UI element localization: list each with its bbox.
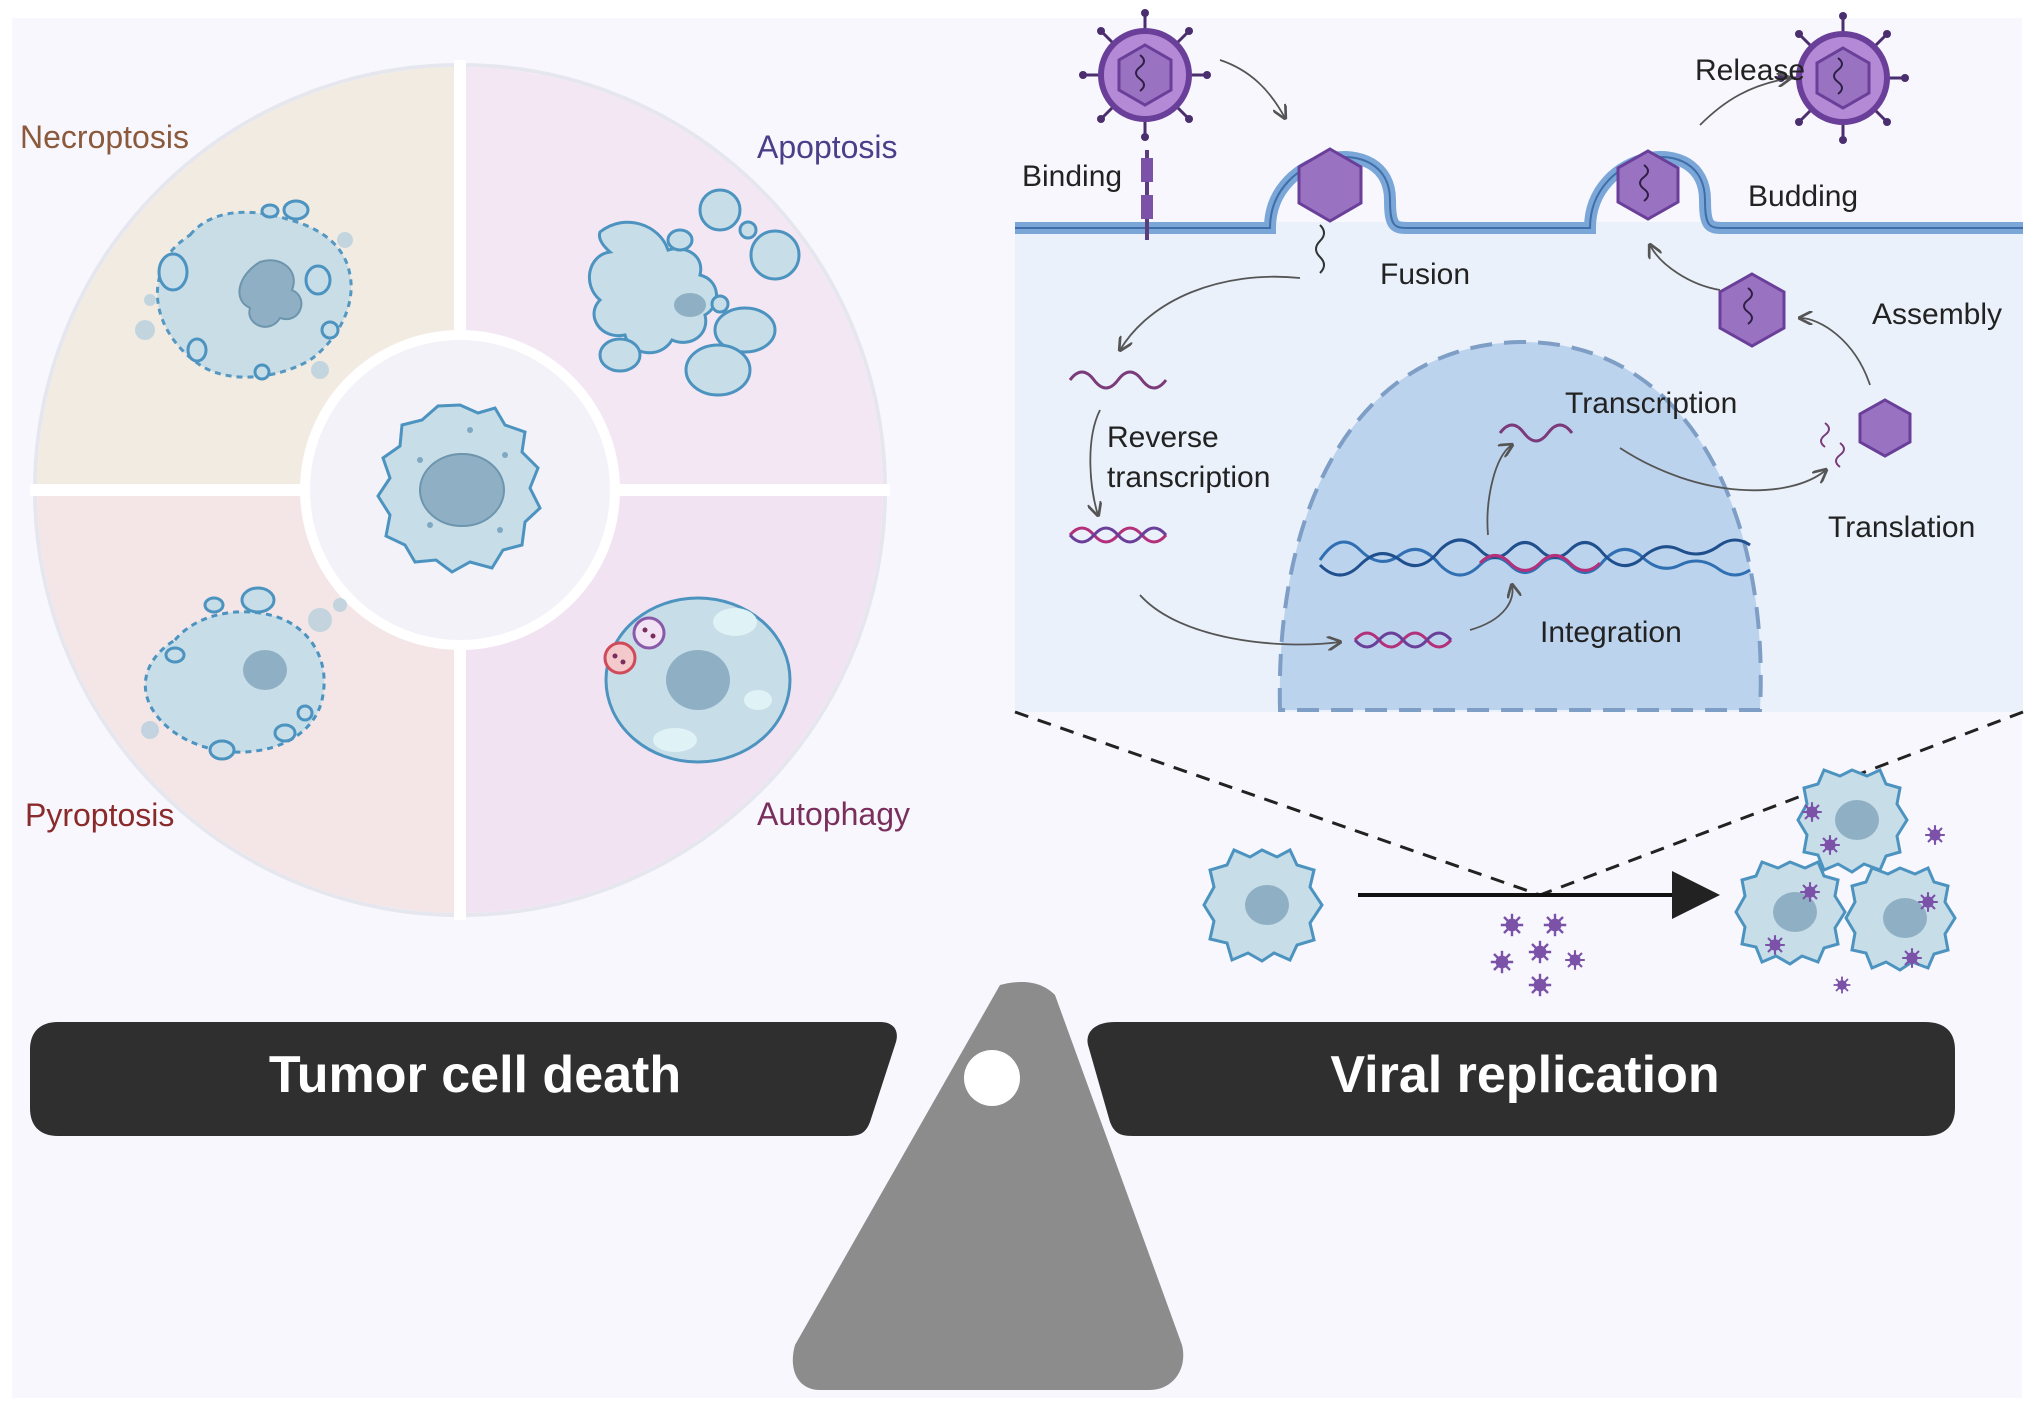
cell-death-wheel: Necroptosis Apoptosis Pyroptosis Autopha…	[20, 60, 910, 920]
transcription-label: Transcription	[1565, 387, 1737, 420]
nucleus	[1277, 339, 1763, 712]
pyroptosis-cell-icon	[141, 586, 347, 761]
viral-rna-icon	[1068, 370, 1168, 390]
necroptosis-cell-icon	[135, 199, 353, 381]
central-tumor-cell-icon	[376, 403, 542, 574]
uninfected-cell-icon	[1202, 847, 1324, 963]
right-beam	[1087, 1022, 1955, 1136]
fulcrum	[792, 982, 1184, 1390]
translation-capsid-icon	[1820, 398, 1912, 468]
transcribed-rna-icon	[1498, 423, 1574, 443]
assembly-label: Assembly	[1872, 298, 2002, 331]
viral-cycle-panel: Binding Fusion Release Budding Assembly …	[1015, 9, 2023, 712]
viral-dna-icon	[1068, 526, 1168, 544]
viral-replication-label: Viral replication	[1330, 1046, 1719, 1104]
release-label: Release	[1695, 54, 1805, 87]
tumor-cell-death-label: Tumor cell death	[269, 1046, 681, 1104]
integration-label: Integration	[1540, 616, 1682, 649]
infected-cells-icon	[1734, 767, 1957, 995]
translation-label: Translation	[1828, 511, 1975, 544]
receptor-icon	[1141, 150, 1153, 240]
balance-scale: Tumor cell death Viral replication	[30, 982, 1955, 1390]
fusion-virion-icon	[1297, 147, 1363, 274]
cycle-arrows	[1090, 59, 1871, 645]
zoom-cone	[1014, 710, 2024, 897]
budding-label: Budding	[1748, 180, 1858, 213]
fulcrum-pivot	[964, 1050, 1020, 1106]
release-virion-icon	[1777, 12, 1909, 144]
autophagy-label: Autophagy	[757, 796, 910, 832]
host-genome-icon	[1318, 538, 1751, 577]
left-beam	[30, 1022, 897, 1136]
reverse-transcription-label-line1: Reverse	[1107, 421, 1219, 454]
infection-illustration	[1202, 767, 1957, 998]
binding-label: Binding	[1022, 160, 1122, 193]
binding-virion-icon	[1079, 9, 1211, 141]
pyroptosis-label: Pyroptosis	[25, 797, 174, 833]
apoptosis-cell-icon	[588, 188, 801, 397]
budding-virion-icon	[1616, 149, 1680, 221]
assembly-capsid-icon	[1718, 272, 1786, 348]
integrating-dna-icon	[1353, 631, 1453, 649]
necroptosis-label: Necroptosis	[20, 119, 189, 155]
fusion-label: Fusion	[1380, 258, 1470, 291]
reverse-transcription-label-line2: transcription	[1107, 461, 1270, 494]
apoptosis-label: Apoptosis	[757, 129, 898, 165]
autophagy-cell-icon	[603, 596, 792, 764]
